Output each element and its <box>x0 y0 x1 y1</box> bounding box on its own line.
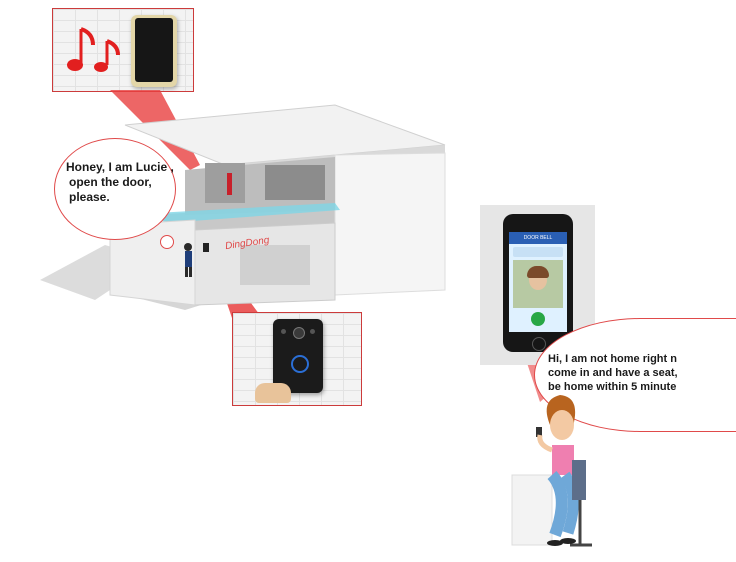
chime-inset <box>52 8 194 92</box>
finger-hand-icon <box>255 383 291 403</box>
house-illustration <box>40 104 446 310</box>
ir-led-icon <box>310 329 315 334</box>
phone-screen-title: DOOR BELL <box>523 235 553 241</box>
ir-led-icon <box>281 329 286 334</box>
bubble-right-line: come in and have a seat, <box>548 367 678 379</box>
phone-screen-header: DOOR BELL <box>509 232 567 244</box>
home-button-icon <box>532 337 546 351</box>
doorbell-inset <box>232 312 362 406</box>
answer-call-icon <box>531 312 545 326</box>
bubble-left-line: open the door, <box>69 175 152 189</box>
music-notes-icon <box>67 27 120 72</box>
smartphone: DOOR BELL <box>503 214 573 352</box>
phone-screen: DOOR BELL <box>509 232 567 332</box>
bell-button-icon <box>291 355 309 373</box>
chime-unit <box>131 15 177 87</box>
bubble-right-line: Hi, I am not home right n <box>548 353 677 365</box>
woman-illustration <box>511 395 592 547</box>
video-feed-image <box>513 260 563 308</box>
bubble-left-line: please. <box>69 190 110 204</box>
speech-bubble-left <box>54 138 176 240</box>
doorbell-unit <box>273 319 323 393</box>
camera-lens-icon <box>293 327 305 339</box>
phone-control-buttons <box>513 247 563 257</box>
bubble-tail-left <box>160 235 174 249</box>
bubble-right-line: be home within 5 minute <box>548 381 677 393</box>
visitor-hair <box>527 266 549 278</box>
chime-speaker-grille <box>135 18 173 82</box>
bubble-left-line: Honey, I am Lucie , <box>66 160 174 174</box>
bubble-right-text: Hi, I am not home right n come in and ha… <box>548 352 688 394</box>
bubble-left-text: Honey, I am Lucie , open the door, pleas… <box>66 160 178 205</box>
